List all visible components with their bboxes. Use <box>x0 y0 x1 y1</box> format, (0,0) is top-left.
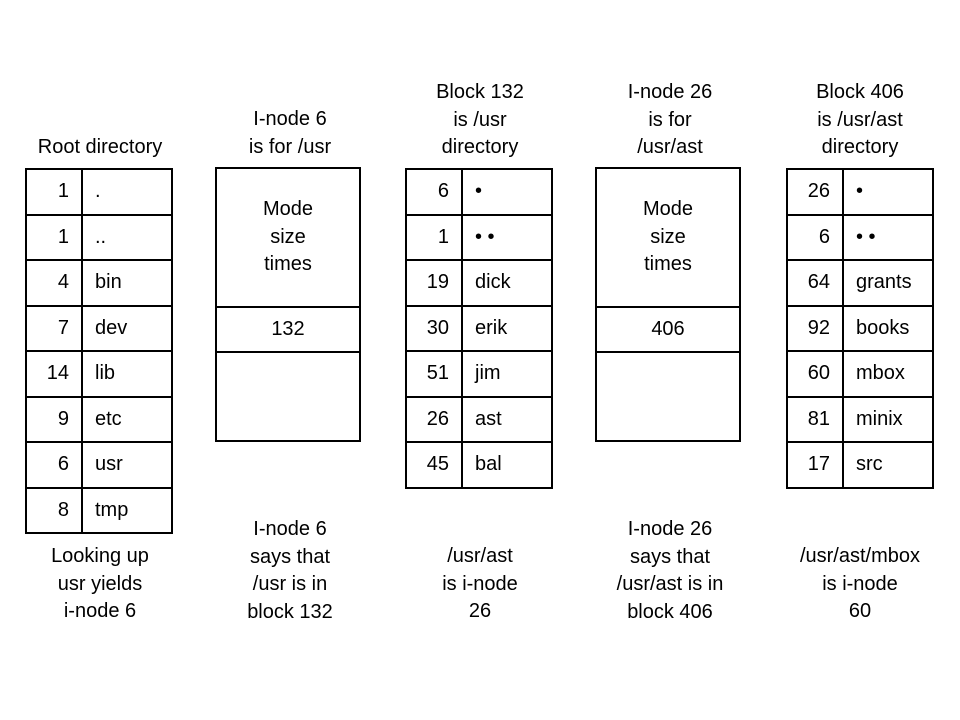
inode-number: 1 <box>405 213 463 261</box>
table-row: 1.. <box>25 213 173 261</box>
inode-empty-slot <box>217 353 359 440</box>
entry-name: lib <box>81 350 173 398</box>
entry-name: mbox <box>842 350 934 398</box>
inode-number: 4 <box>25 259 83 307</box>
inode-empty-slot <box>597 353 739 440</box>
table-row: 26• <box>786 168 934 216</box>
entry-name: jim <box>461 350 553 398</box>
entry-name: erik <box>461 304 553 352</box>
entry-name: ast <box>461 395 553 443</box>
inode-number: 26 <box>405 395 463 443</box>
table-row: 6• • <box>786 213 934 261</box>
inode6-footer: I-node 6 says that /usr is in block 132 <box>247 518 333 623</box>
inode-block-address: 406 <box>597 308 739 353</box>
inode-number: 1 <box>25 213 83 261</box>
entry-name: tmp <box>81 486 173 534</box>
inode-number: 8 <box>25 486 83 534</box>
inode-number: 60 <box>786 350 844 398</box>
entry-name: minix <box>842 395 934 443</box>
inode-number: 26 <box>786 168 844 216</box>
inode26-heading: I-node 26 is for /usr/ast <box>627 81 713 158</box>
entry-name: • <box>842 168 934 216</box>
inode-number: 19 <box>405 259 463 307</box>
inode-number: 81 <box>786 395 844 443</box>
block132-footer: /usr/ast is i-node 26 <box>442 545 518 622</box>
inode-number: 51 <box>405 350 463 398</box>
entry-name: • • <box>461 213 553 261</box>
entry-name: • <box>461 168 553 216</box>
inode-number: 30 <box>405 304 463 352</box>
inode-number: 6 <box>405 168 463 216</box>
block406-footer: /usr/ast/mbox is i-node 60 <box>799 545 921 622</box>
inode-attributes: Mode size times <box>597 169 739 308</box>
table-row: 1• • <box>405 213 553 261</box>
entry-name: usr <box>81 441 173 489</box>
table-row: 6• <box>405 168 553 216</box>
inode-number: 7 <box>25 304 83 352</box>
inode-number: 6 <box>786 213 844 261</box>
root-heading: Root directory <box>37 136 163 158</box>
inode-number: 92 <box>786 304 844 352</box>
inode26-box: Mode size times 406 <box>595 167 741 442</box>
inode-attributes: Mode size times <box>217 169 359 308</box>
block406-heading: Block 406 is /usr/ast directory <box>816 81 904 158</box>
entry-name: etc <box>81 395 173 443</box>
inode-block-address: 132 <box>217 308 359 353</box>
entry-name: bin <box>81 259 173 307</box>
table-row: 1. <box>25 168 173 216</box>
entry-name: dev <box>81 304 173 352</box>
inode-number: 17 <box>786 441 844 489</box>
inode-number: 45 <box>405 441 463 489</box>
entry-name: src <box>842 441 934 489</box>
entry-name: . <box>81 168 173 216</box>
block132-heading: Block 132 is /usr directory <box>436 81 524 158</box>
inode-number: 1 <box>25 168 83 216</box>
entry-name: dick <box>461 259 553 307</box>
inode6-box: Mode size times 132 <box>215 167 361 442</box>
entry-name: .. <box>81 213 173 261</box>
entry-name: books <box>842 304 934 352</box>
inode26-footer: I-node 26 says that /usr/ast is in block… <box>616 518 724 623</box>
entry-name: grants <box>842 259 934 307</box>
inode-number: 14 <box>25 350 83 398</box>
inode-number: 6 <box>25 441 83 489</box>
entry-name: • • <box>842 213 934 261</box>
inode-number: 9 <box>25 395 83 443</box>
inode-number: 64 <box>786 259 844 307</box>
inode6-heading: I-node 6 is for /usr <box>248 108 332 158</box>
entry-name: bal <box>461 441 553 489</box>
root-footer: Looking up usr yields i-node 6 <box>51 545 149 622</box>
